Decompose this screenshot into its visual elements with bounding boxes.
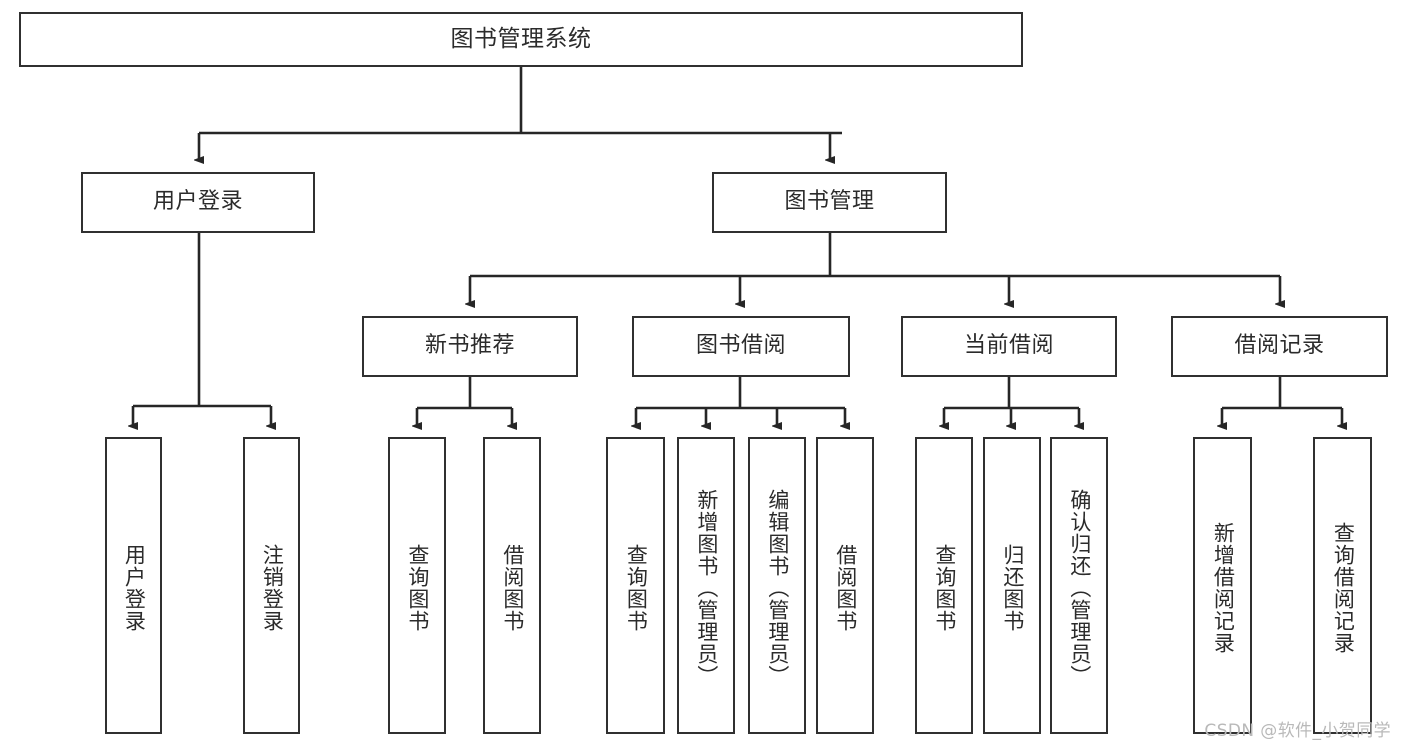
node-leaf-add-borrow-record[interactable]: 新增借阅记录	[1193, 437, 1252, 734]
node-label: 查询图书	[624, 543, 649, 632]
node-leaf-confirm-return-admin[interactable]: 确认归还（管理员）	[1050, 437, 1108, 734]
node-leaf-query-book-current[interactable]: 查询图书	[915, 437, 973, 734]
node-label: 借阅图书	[500, 543, 525, 632]
node-label: 图书管理系统	[450, 25, 592, 52]
node-label: 图书借阅	[695, 333, 786, 359]
node-label: 归还图书	[1000, 543, 1025, 632]
node-leaf-edit-book-admin[interactable]: 编辑图书（管理员）	[748, 437, 806, 734]
node-label: 新增图书（管理员）	[694, 488, 719, 687]
node-leaf-borrow-book-recommend[interactable]: 借阅图书	[483, 437, 541, 734]
node-label: 用户登录	[152, 189, 243, 215]
node-label: 新增借阅记录	[1211, 521, 1236, 654]
node-leaf-return-book[interactable]: 归还图书	[983, 437, 1041, 734]
node-label: 用户登录	[122, 543, 147, 632]
node-leaf-query-borrow-record[interactable]: 查询借阅记录	[1313, 437, 1372, 734]
node-label: 新书推荐	[424, 333, 515, 359]
node-label: 查询借阅记录	[1331, 521, 1356, 654]
node-label: 图书管理	[784, 189, 875, 215]
node-label: 编辑图书（管理员）	[765, 488, 790, 687]
node-new-book-recommend[interactable]: 新书推荐	[362, 316, 578, 377]
node-book-borrow[interactable]: 图书借阅	[632, 316, 850, 377]
node-root-book-management-system[interactable]: 图书管理系统	[19, 12, 1023, 67]
node-borrow-record[interactable]: 借阅记录	[1171, 316, 1388, 377]
node-user-login[interactable]: 用户登录	[81, 172, 315, 233]
node-label: 查询图书	[932, 543, 957, 632]
node-label: 当前借阅	[963, 333, 1054, 359]
node-leaf-borrow-book[interactable]: 借阅图书	[816, 437, 874, 734]
node-leaf-add-book-admin[interactable]: 新增图书（管理员）	[677, 437, 735, 734]
node-label: 确认归还（管理员）	[1067, 488, 1092, 687]
node-leaf-logout[interactable]: 注销登录	[243, 437, 300, 734]
watermark: CSDN @软件_小贺同学	[1204, 721, 1391, 741]
node-label: 注销登录	[260, 543, 285, 632]
node-label: 查询图书	[405, 543, 430, 632]
node-current-borrow[interactable]: 当前借阅	[901, 316, 1117, 377]
node-leaf-user-login[interactable]: 用户登录	[105, 437, 162, 734]
node-leaf-query-book[interactable]: 查询图书	[606, 437, 665, 734]
node-label: 借阅记录	[1234, 333, 1325, 359]
node-book-management[interactable]: 图书管理	[712, 172, 947, 233]
node-label: 借阅图书	[833, 543, 858, 632]
node-leaf-query-book-recommend[interactable]: 查询图书	[388, 437, 446, 734]
